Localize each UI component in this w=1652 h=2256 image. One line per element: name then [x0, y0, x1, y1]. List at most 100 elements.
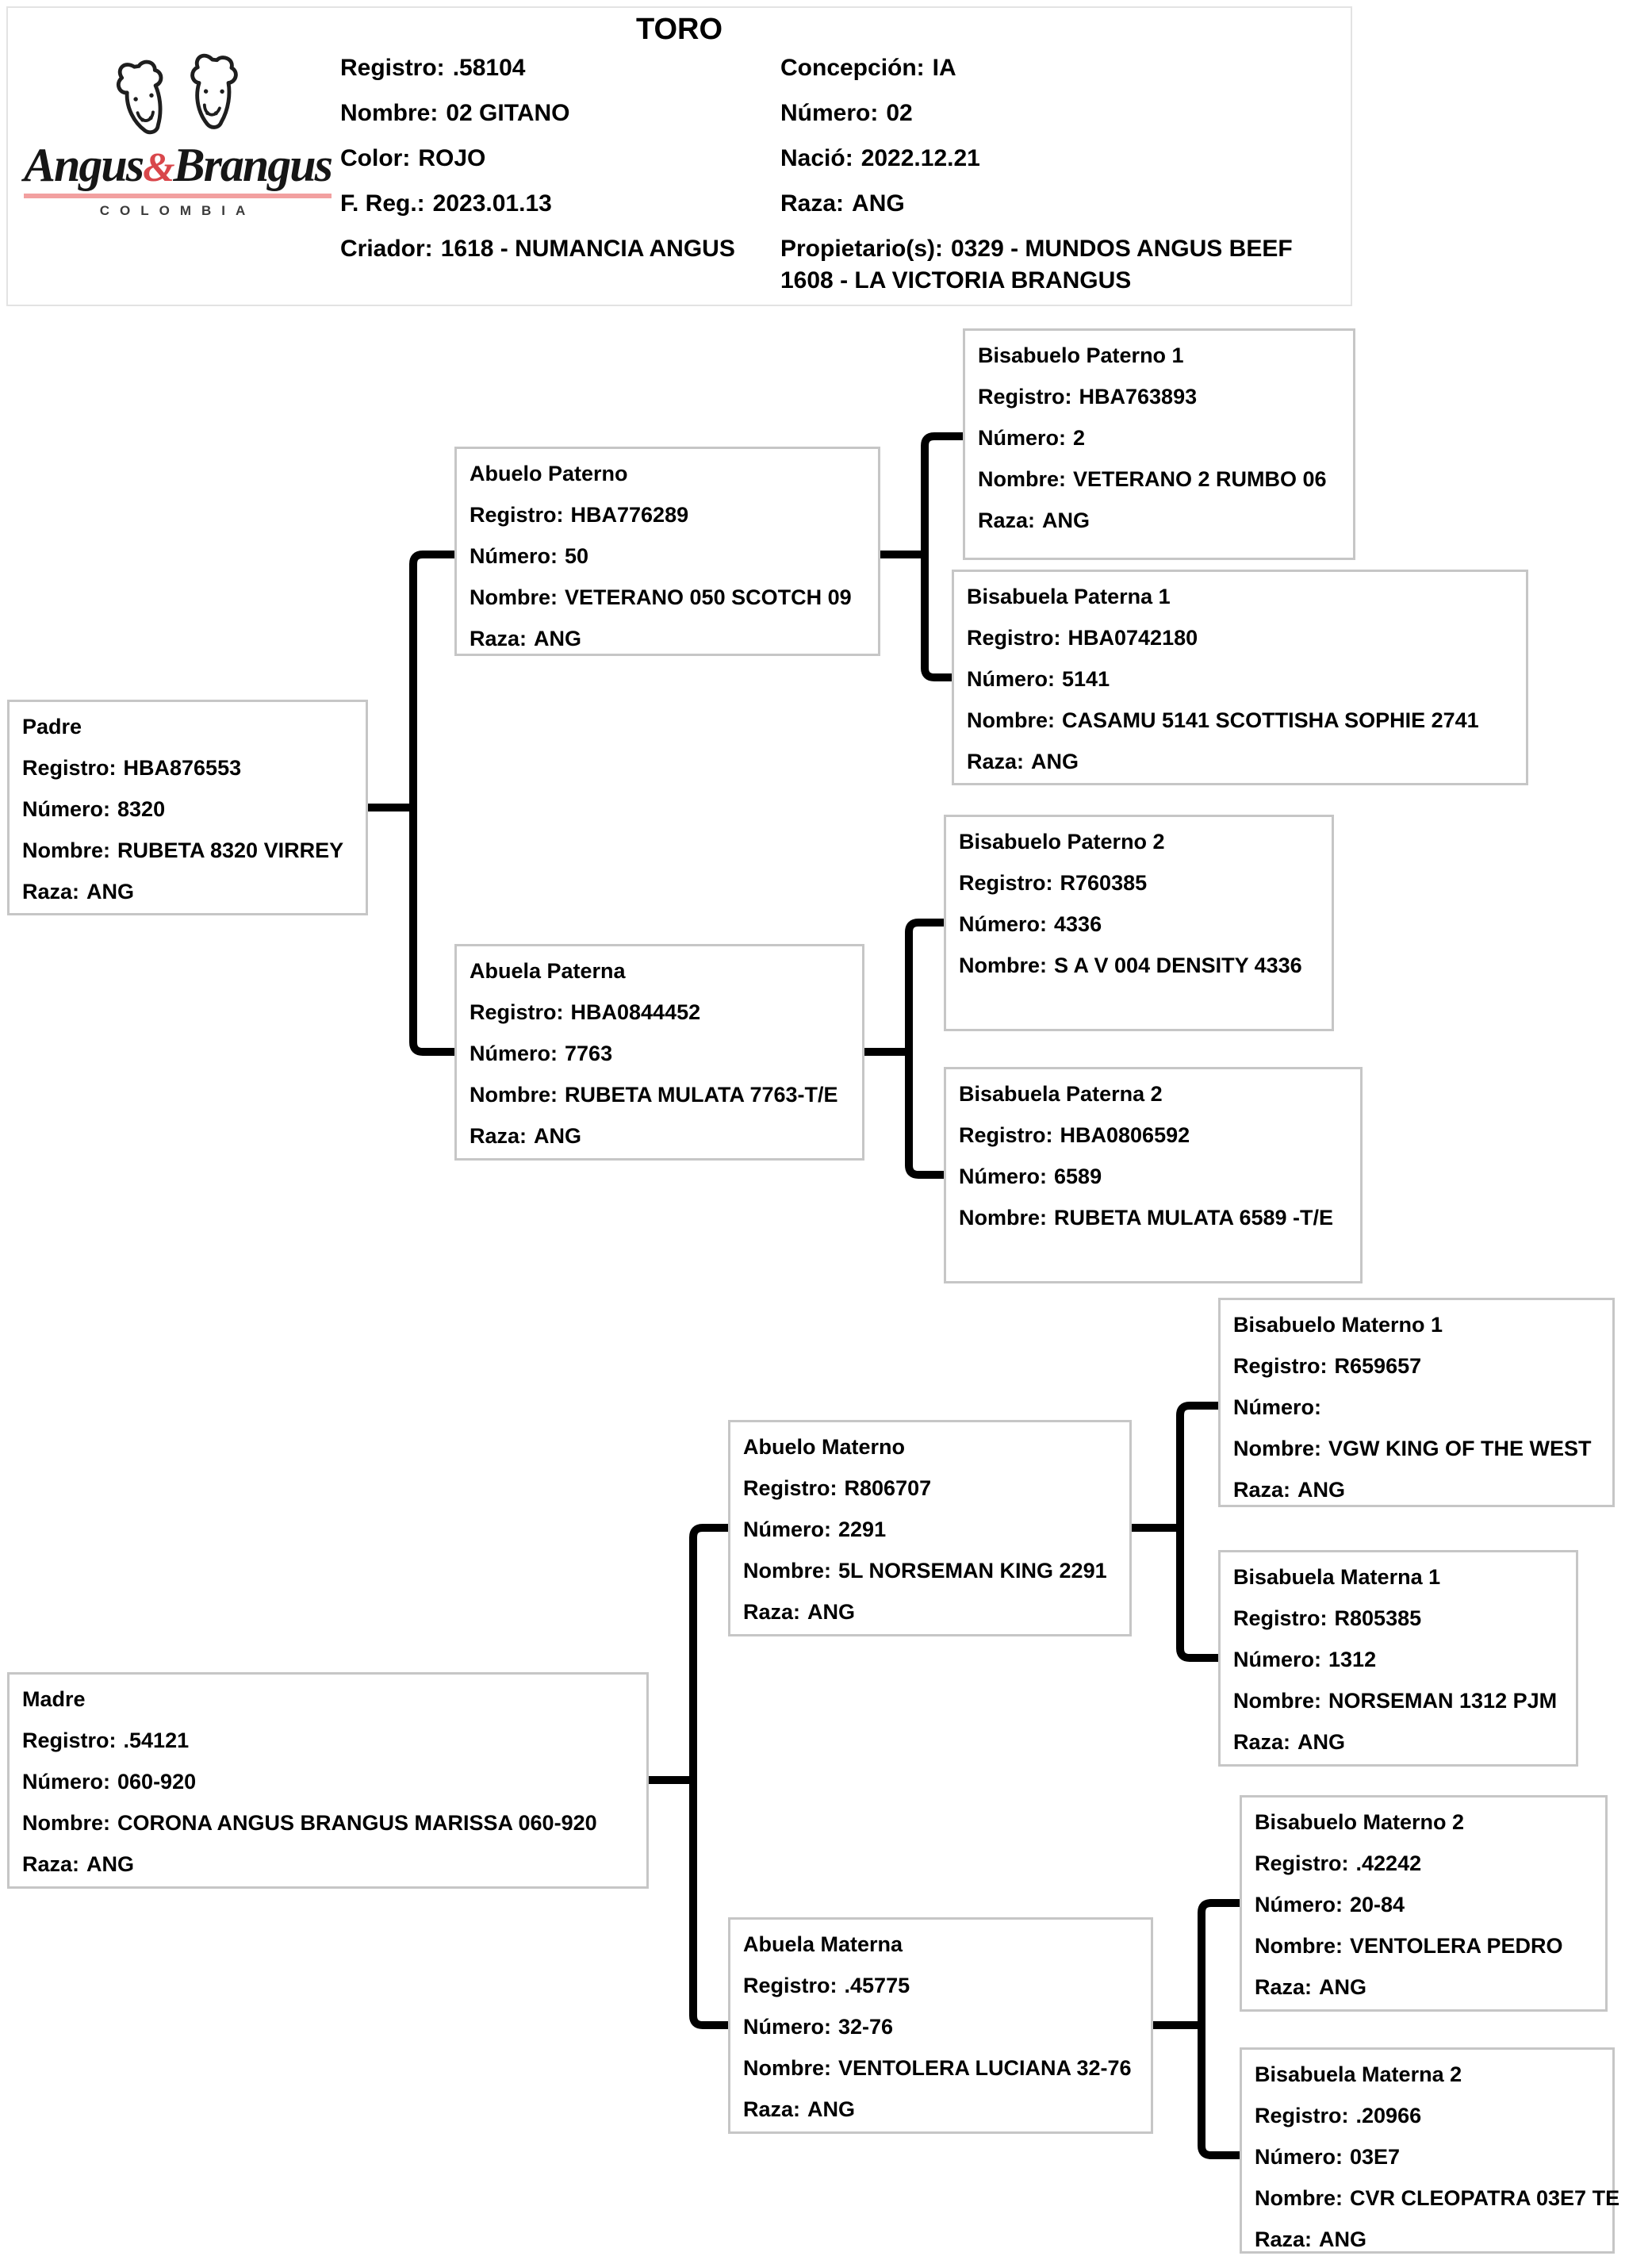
node-field-nombre: Nombre:RUBETA 8320 VIRREY	[22, 838, 344, 862]
node-field-nombre: Nombre:CVR CLEOPATRA 03E7 TE	[1255, 2186, 1620, 2210]
node-field-registro: Registro:HBA763893	[978, 385, 1198, 409]
connector-abuela-paterna-bracket	[905, 919, 948, 1179]
pedigree-node-bisabuelo-materno-2: Bisabuelo Materno 2 Registro:.42242 Núme…	[1240, 1795, 1608, 2012]
node-field-raza: Raza:ANG	[470, 627, 582, 650]
node-field-numero: Número:50	[470, 544, 589, 568]
node-field-registro: Registro:R806707	[743, 1476, 932, 1500]
connector-abuelo-materno-bracket	[1176, 1402, 1222, 1662]
pedigree-node-bisabuelo-materno-1: Bisabuelo Materno 1 Registro:R659657 Núm…	[1218, 1298, 1615, 1507]
pedigree-node-bisabuelo-paterno-2: Bisabuelo Paterno 2 Registro:R760385 Núm…	[944, 815, 1334, 1031]
field-criador: Criador:1618 - NUMANCIA ANGUS	[340, 236, 735, 262]
brand-logo: Angus&Brangus COLOMBIA	[19, 46, 336, 219]
connector-padre-bracket	[409, 551, 458, 1056]
node-field-numero: Número:060-920	[22, 1770, 197, 1794]
brand-name: Angus&Brangus	[23, 139, 333, 191]
node-field-registro: Registro:.54121	[22, 1728, 190, 1752]
node-field-raza: Raza:ANG	[1255, 2227, 1367, 2251]
node-field-raza: Raza:ANG	[1233, 1478, 1346, 1502]
connector-abuela-materna-bracket	[1198, 1899, 1244, 2159]
node-field-nombre: Nombre:CASAMU 5141 SCOTTISHA SOPHIE 2741	[967, 708, 1479, 732]
node-field-registro: Registro:R760385	[959, 871, 1148, 895]
node-field-nombre: Nombre:VENTOLERA PEDRO	[1255, 1934, 1563, 1958]
node-field-registro: Registro:HBA776289	[470, 503, 689, 527]
node-field-raza: Raza:ANG	[470, 1124, 582, 1148]
node-title: Bisabuelo Materno 2	[1255, 1810, 1465, 1834]
field-color: Color:ROJO	[340, 145, 486, 171]
node-field-nombre: Nombre:VGW KING OF THE WEST	[1233, 1437, 1592, 1460]
node-field-numero: Número:6589	[959, 1164, 1102, 1188]
node-field-registro: Registro:.20966	[1255, 2104, 1422, 2127]
node-field-registro: Registro:HBA0742180	[967, 626, 1198, 650]
pedigree-node-abuela-materna: Abuela Materna Registro:.45775 Número:32…	[728, 1917, 1153, 2134]
header-left-column: Registro:.58104 Nombre:02 GITANO Color:R…	[340, 52, 784, 278]
pedigree-node-abuela-paterna: Abuela Paterna Registro:HBA0844452 Númer…	[454, 944, 864, 1161]
node-title: Madre	[22, 1687, 86, 1711]
node-field-raza: Raza:ANG	[1233, 1730, 1346, 1754]
node-title: Abuelo Materno	[743, 1435, 906, 1459]
node-field-registro: Registro:HBA0844452	[470, 1000, 701, 1024]
field-nacio: Nació:2022.12.21	[780, 145, 980, 171]
node-field-raza: Raza:ANG	[22, 880, 135, 904]
pedigree-node-bisabuela-materna-1: Bisabuela Materna 1 Registro:R805385 Núm…	[1218, 1550, 1578, 1767]
node-title: Abuela Materna	[743, 1932, 903, 1956]
node-field-registro: Registro:R805385	[1233, 1606, 1422, 1630]
node-title: Bisabuelo Paterno 2	[959, 830, 1165, 854]
node-title: Abuelo Paterno	[470, 462, 628, 485]
node-title: Abuela Paterna	[470, 959, 626, 983]
node-field-nombre: Nombre:RUBETA MULATA 7763-T/E	[470, 1083, 838, 1107]
field-nombre: Nombre:02 GITANO	[340, 100, 570, 126]
node-field-numero: Número:32-76	[743, 2015, 894, 2039]
brand-underline	[24, 194, 332, 198]
node-field-nombre: Nombre:5L NORSEMAN KING 2291	[743, 1559, 1107, 1583]
node-field-raza: Raza:ANG	[967, 750, 1079, 773]
node-field-numero: Número:5141	[967, 667, 1110, 691]
node-field-nombre: Nombre:CORONA ANGUS BRANGUS MARISSA 060-…	[22, 1811, 597, 1835]
node-field-raza: Raza:ANG	[743, 2097, 856, 2121]
node-field-numero: Número:	[1233, 1395, 1322, 1419]
node-field-numero: Número:2	[978, 426, 1086, 450]
node-field-numero: Número:03E7	[1255, 2145, 1401, 2169]
node-field-numero: Número:7763	[470, 1042, 613, 1065]
field-numero: Número:02	[780, 100, 913, 126]
field-fecha-registro: F. Reg.:2023.01.13	[340, 190, 552, 217]
pedigree-node-madre: Madre Registro:.54121 Número:060-920 Nom…	[7, 1672, 649, 1889]
node-field-nombre: Nombre:VETERANO 2 RUMBO 06	[978, 467, 1327, 491]
node-field-numero: Número:20-84	[1255, 1893, 1405, 1916]
node-field-numero: Número:8320	[22, 797, 166, 821]
pedigree-node-bisabuela-materna-2: Bisabuela Materna 2 Registro:.20966 Núme…	[1240, 2047, 1620, 2254]
header-right-column: Concepción:IA Número:02 Nació:2022.12.21…	[780, 52, 1356, 310]
node-title: Padre	[22, 715, 82, 739]
node-field-raza: Raza:ANG	[743, 1600, 856, 1624]
brand-subtitle: COLOMBIA	[99, 203, 256, 218]
pedigree-node-abuelo-paterno: Abuelo Paterno Registro:HBA776289 Número…	[454, 447, 880, 656]
node-field-nombre: Nombre:VENTOLERA LUCIANA 32-76	[743, 2056, 1132, 2080]
connector-madre-bracket	[689, 1524, 732, 2029]
cow-heads-icon	[89, 46, 266, 141]
node-title: Bisabuelo Paterno 1	[978, 343, 1184, 367]
field-concepcion: Concepción:IA	[780, 55, 956, 81]
node-title: Bisabuela Materna 2	[1255, 2062, 1462, 2086]
field-propietarios-line2: 1608 - LA VICTORIA BRANGUS	[780, 267, 1132, 294]
node-field-numero: Número:2291	[743, 1517, 887, 1541]
node-field-raza: Raza:ANG	[22, 1852, 135, 1876]
node-field-registro: Registro:R659657	[1233, 1354, 1422, 1378]
node-title: Bisabuelo Materno 1	[1233, 1313, 1443, 1337]
node-field-nombre: Nombre:RUBETA MULATA 6589 -T/E	[959, 1206, 1334, 1230]
node-title: Bisabuela Materna 1	[1233, 1565, 1441, 1589]
brand-ampersand: &	[143, 145, 174, 190]
field-raza: Raza:ANG	[780, 190, 905, 217]
node-field-nombre: Nombre:NORSEMAN 1312 PJM	[1233, 1689, 1558, 1713]
node-field-raza: Raza:ANG	[1255, 1975, 1367, 1999]
node-field-registro: Registro:HBA876553	[22, 756, 242, 780]
header: TORO Angus&Brangus COLOMB	[6, 6, 1352, 306]
pedigree-node-bisabuela-paterna-2: Bisabuela Paterna 2 Registro:HBA0806592 …	[944, 1067, 1363, 1283]
field-registro: Registro:.58104	[340, 55, 526, 81]
node-field-registro: Registro:.45775	[743, 1974, 910, 1997]
pedigree-node-bisabuela-paterna-1: Bisabuela Paterna 1 Registro:HBA0742180 …	[952, 570, 1528, 785]
pedigree-node-bisabuelo-paterno-1: Bisabuelo Paterno 1 Registro:HBA763893 N…	[963, 328, 1355, 560]
node-field-numero: Número:4336	[959, 912, 1102, 936]
node-field-registro: Registro:HBA0806592	[959, 1123, 1190, 1147]
pedigree-node-abuelo-materno: Abuelo Materno Registro:R806707 Número:2…	[728, 1420, 1132, 1636]
